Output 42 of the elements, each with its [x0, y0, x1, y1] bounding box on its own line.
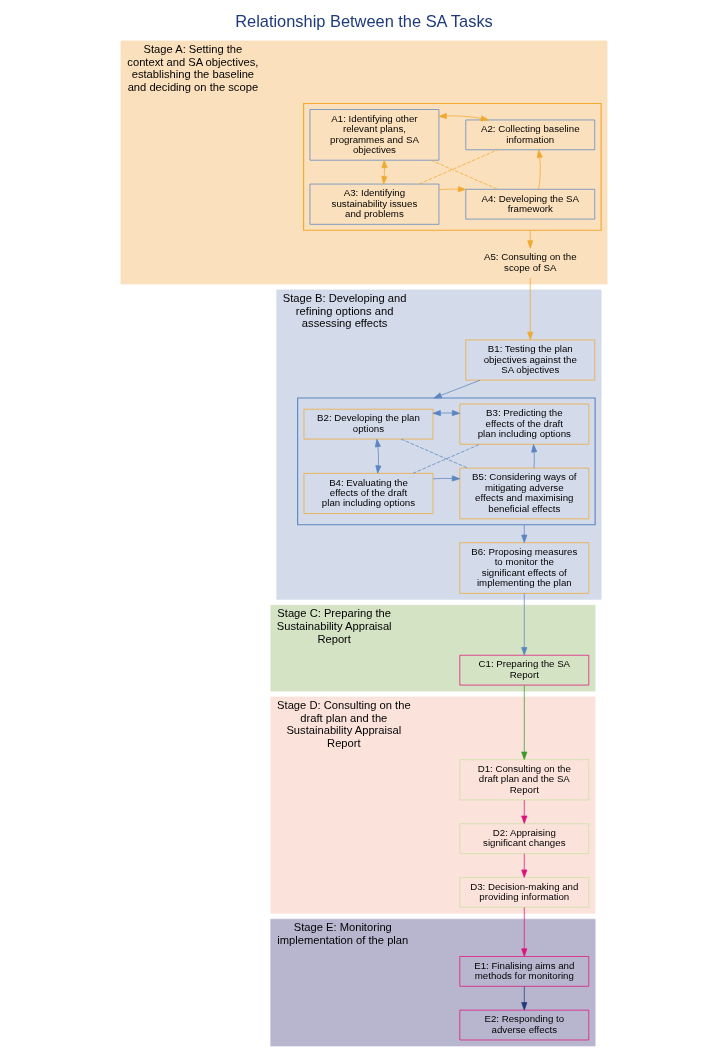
- node-box: A1: Identifying other relevant plans, programmes and SA objectives: [309, 109, 440, 161]
- arrow: [521, 906, 528, 957]
- node-box: A2: Collecting baseline information: [465, 119, 596, 151]
- arrow: [433, 379, 481, 399]
- arrow: [432, 410, 461, 416]
- connector: [400, 438, 469, 469]
- node-box: B6: Proposing measures to monitor the significant effects of implementing the plan: [459, 542, 590, 594]
- connector: [412, 443, 480, 474]
- node-box: A3: Identifying sustainability issues and problems: [309, 183, 440, 225]
- node-box: E1: Finalising aims and methods for monitoring: [459, 956, 590, 987]
- node-text: A5: Consulting on the scope of SA: [483, 251, 577, 273]
- cluster: [303, 103, 602, 231]
- arrow: [521, 853, 528, 878]
- arrow: [521, 986, 528, 1011]
- node-box: A4: Developing the SA framework: [465, 188, 596, 220]
- arrow: [381, 159, 388, 185]
- node-box: B5: Considering ways of mitigating adverse effects and maximising beneficial effects: [459, 467, 590, 520]
- node-box: E2: Responding to adverse effects: [459, 1009, 590, 1041]
- arrow: [521, 524, 528, 543]
- arrow: [438, 113, 489, 122]
- arrow: [527, 277, 534, 340]
- arrow: [438, 186, 467, 193]
- arrow: [527, 229, 534, 249]
- cluster: [297, 397, 596, 526]
- node-box: B4: Evaluating the effects of the draft plan including options: [303, 472, 434, 514]
- arrow: [521, 593, 528, 656]
- connector: [418, 149, 498, 185]
- node-box: B2: Developing the plan options: [303, 408, 434, 440]
- arrow: [536, 149, 543, 190]
- arrow: [521, 799, 528, 824]
- node-box: B1: Testing the plan objectives against the SA objectives: [465, 339, 596, 381]
- arrow: [531, 444, 538, 469]
- node-box: D1: Consulting on the draft plan and the SA Report: [459, 759, 590, 801]
- arrow: [374, 438, 382, 474]
- node-box: C1: Preparing the SA Report: [459, 654, 590, 686]
- diagram-title: Relationship Between the SA Tasks: [235, 12, 493, 31]
- node-box: B3: Predicting the effects of the draft plan including options: [459, 403, 590, 445]
- node-box: D3: Decision-making and providing information: [459, 877, 590, 908]
- connector: [430, 159, 498, 190]
- arrow: [432, 475, 461, 482]
- arrow: [521, 684, 528, 760]
- node-box: D2: Appraising significant changes: [459, 823, 590, 854]
